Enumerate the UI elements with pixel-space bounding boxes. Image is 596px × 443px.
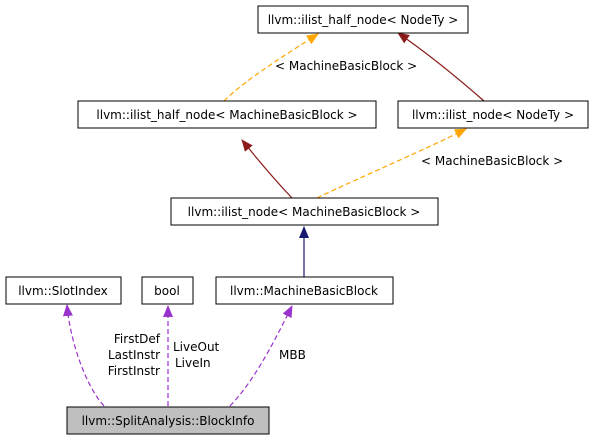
node-label: llvm::SlotIndex	[18, 284, 108, 298]
label-slot-member-2: LastInstr	[108, 348, 160, 362]
label-bool-member-2: LiveIn	[175, 356, 211, 370]
node-label: llvm::SplitAnalysis::BlockInfo	[82, 414, 255, 428]
node-label: llvm::ilist_node< MachineBasicBlock >	[188, 205, 421, 219]
node-block-info: llvm::SplitAnalysis::BlockInfo	[66, 406, 270, 435]
node-label: llvm::ilist_half_node< MachineBasicBlock…	[96, 108, 357, 122]
label-half-node-template-arg: < MachineBasicBlock >	[275, 59, 417, 73]
edge-blockinfo-to-slotindex	[62, 304, 105, 407]
label-bool-member-1: LiveOut	[173, 340, 220, 354]
node-label: bool	[154, 284, 180, 298]
node-label: llvm::ilist_half_node< NodeTy >	[268, 13, 459, 27]
node-ilist-node-nodety[interactable]: llvm::ilist_node< NodeTy >	[397, 100, 589, 129]
node-ilist-node-mbb[interactable]: llvm::ilist_node< MachineBasicBlock >	[170, 197, 439, 226]
edge-blockinfo-to-mbb	[229, 305, 293, 407]
edge-ilist-node-mbb-template	[316, 128, 467, 199]
node-label: llvm::ilist_node< NodeTy >	[412, 108, 574, 122]
node-machine-basic-block[interactable]: llvm::MachineBasicBlock	[215, 276, 394, 305]
node-label: llvm::MachineBasicBlock	[230, 284, 378, 298]
label-slot-member-1: FirstDef	[114, 332, 161, 346]
node-ilist-half-node-nodety[interactable]: llvm::ilist_half_node< NodeTy >	[257, 5, 469, 34]
label-slot-member-3: FirstInstr	[108, 364, 160, 378]
label-mbb-member: MBB	[279, 348, 306, 362]
edge-ilist-node-mbb-to-half-node-mbb	[241, 139, 293, 199]
edge-half-node-mbb-template	[223, 33, 319, 102]
node-bool[interactable]: bool	[141, 276, 194, 305]
node-ilist-half-node-mbb[interactable]: llvm::ilist_half_node< MachineBasicBlock…	[77, 100, 377, 129]
node-slot-index[interactable]: llvm::SlotIndex	[5, 276, 122, 305]
label-ilist-node-template-arg: < MachineBasicBlock >	[421, 154, 563, 168]
edge-ilist-node-to-half-node	[397, 32, 485, 102]
